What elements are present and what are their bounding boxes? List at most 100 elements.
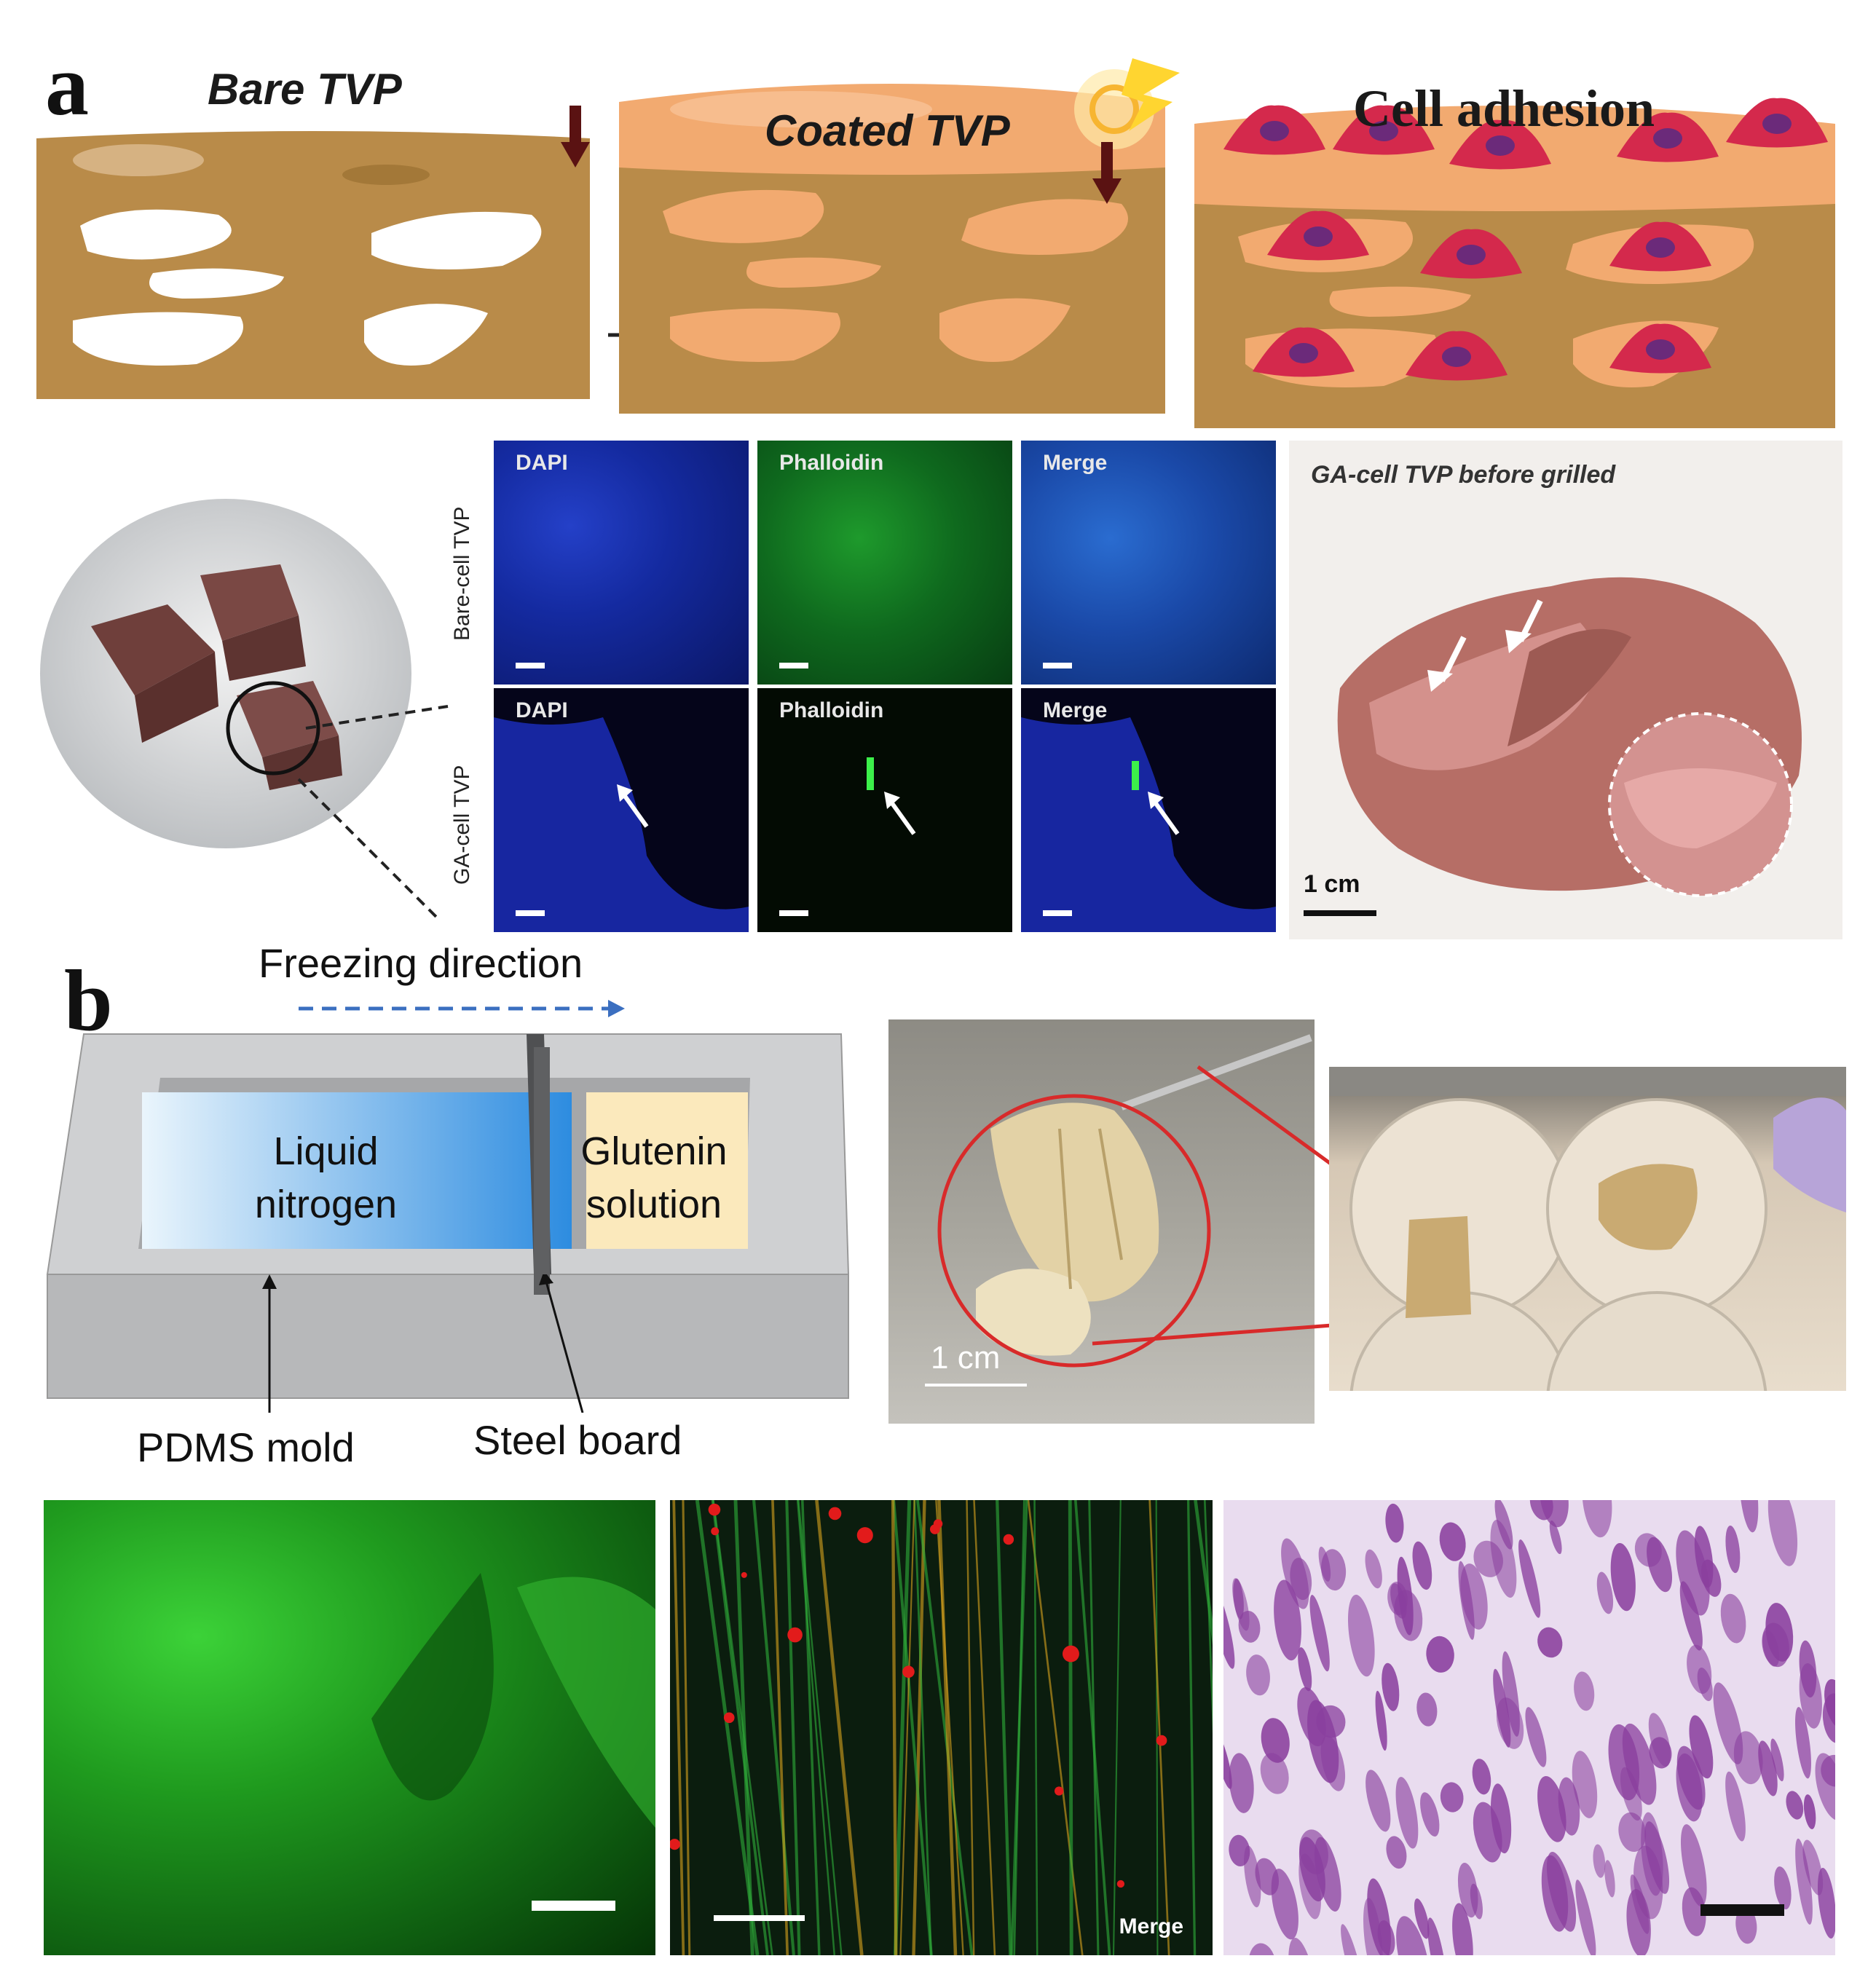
row-label-bare-cell-tvp: Bare-cell TVP [450,506,474,641]
micrograph-ga-phalloidin: Phalloidin [757,688,1012,932]
stained-fiber [1271,1869,1298,1940]
stained-fiber [1739,1500,1759,1533]
stained-fiber [1720,1593,1746,1644]
red-signal [902,1665,915,1679]
fiber-strand [1194,1500,1213,1646]
stained-fiber [1537,1775,1566,1842]
cell-nucleus [1653,128,1682,149]
micrograph-bare-phalloidin: Phalloidin [757,441,1012,685]
micrograph-bare-dapi: DAPI [494,441,749,685]
stained-fiber [1774,1866,1792,1910]
stained-fiber [1767,1500,1798,1566]
stained-fiber [1529,1500,1553,1520]
cell-nucleus [1289,343,1318,363]
stained-fiber [1347,1594,1375,1677]
stained-fiber [1375,1690,1387,1751]
red-signal [741,1571,747,1578]
stained-fiber [1420,1792,1440,1837]
red-signal [787,1627,803,1643]
stained-fiber [1676,1753,1703,1822]
micrograph-ga-dapi: DAPI [494,688,749,932]
stained-fiber [1232,1578,1250,1631]
stained-fiber [1440,1782,1464,1813]
fiber-strand [935,1500,964,1955]
stained-fiber [1701,1559,1722,1597]
channel-label: DAPI [516,451,568,475]
flash-icon [1074,58,1180,149]
stained-fiber [1647,1537,1673,1593]
red-signal [828,1507,842,1520]
stained-fiber [1365,1549,1382,1589]
fiber-strand [966,1500,975,1955]
fiber-strand [785,1500,801,1955]
tvp-cubes-photo [40,499,411,848]
stained-fiber [1396,1916,1430,1955]
red-signal [1156,1735,1167,1746]
stained-fiber [1679,1581,1703,1651]
stained-fiber [1572,1751,1598,1818]
stained-fiber [1802,1839,1824,1896]
channel-label: DAPI [516,698,568,722]
fiber-strand [893,1500,912,1955]
stained-fiber [1416,1692,1438,1727]
stained-fiber [1365,1770,1391,1832]
ga-cell-tvp-photo: GA-cell TVP before grilled 1 cm [1289,441,1842,939]
stained-fiber [1622,1723,1657,1805]
glutenin-solution-label: Glutenin solution [580,1129,728,1226]
steel-board-label: Steel board [473,1417,682,1463]
stained-fiber [1770,1738,1784,1782]
liquid-nitrogen-label: Liquid nitrogen [254,1129,398,1226]
stained-fiber [1460,1563,1488,1630]
fiber-strand [1027,1500,1084,1955]
stained-fiber [1821,1754,1835,1787]
stained-fiber [1248,1943,1277,1955]
fluorescence-image-green [44,1500,655,1955]
stained-fiber [1229,1753,1254,1813]
stained-fiber [1297,1687,1326,1747]
red-signal [1063,1645,1079,1662]
fiber-strand [912,1500,926,1955]
stained-fiber [1725,1771,1746,1842]
scale-bar [1043,663,1072,668]
photo-scale-label: 1 cm [1304,870,1360,898]
fiber-strand [1088,1500,1100,1955]
red-signal [711,1527,720,1536]
stained-fiber [1596,1571,1614,1614]
stained-fiber [1689,1715,1714,1779]
stained-fiber [1494,1500,1513,1550]
fiber-strand [1148,1500,1170,1955]
stained-fiber [1290,1558,1312,1601]
stained-fiber [1414,1898,1430,1939]
arrow-icon [884,792,916,835]
fiber-strand [996,1500,1012,1955]
stained-fiber [1385,1503,1404,1543]
coated-tvp-title: Coated TVP [765,106,1010,155]
fiber-strand [815,1500,864,1955]
stained-fiber [1260,1753,1289,1794]
scale-bar [1043,910,1072,916]
cell-nucleus [1646,237,1675,258]
stained-fiber [1518,1539,1541,1618]
fluorescence-image-merge: Merge [670,1500,1213,1955]
photo-caption: GA-cell TVP before grilled [1311,461,1616,489]
stained-fiber [1604,1860,1615,1898]
fiber-strand [733,1500,754,1955]
cell-nucleus [1442,347,1471,367]
stained-fiber [1725,1525,1741,1574]
coated-tvp-illustration [619,84,1165,414]
panel-letter-b: b [64,952,113,1049]
channel-label: Merge [1043,451,1108,475]
stained-fiber [1457,1862,1478,1918]
cell-nucleus [1369,121,1398,141]
pdms-mold-diagram [46,1033,850,1399]
red-signal [723,1712,735,1724]
freezing-direction-arrow [299,1000,625,1017]
stained-fiber [1367,1878,1391,1955]
stained-fiber [1320,1735,1346,1791]
cell-adhesion-illustration [1194,98,1835,428]
cell-nucleus [1646,339,1675,360]
red-signal [1003,1534,1014,1545]
fiber-strand [899,1500,915,1955]
fiber-strand [672,1500,685,1955]
red-signal [1054,1786,1064,1796]
